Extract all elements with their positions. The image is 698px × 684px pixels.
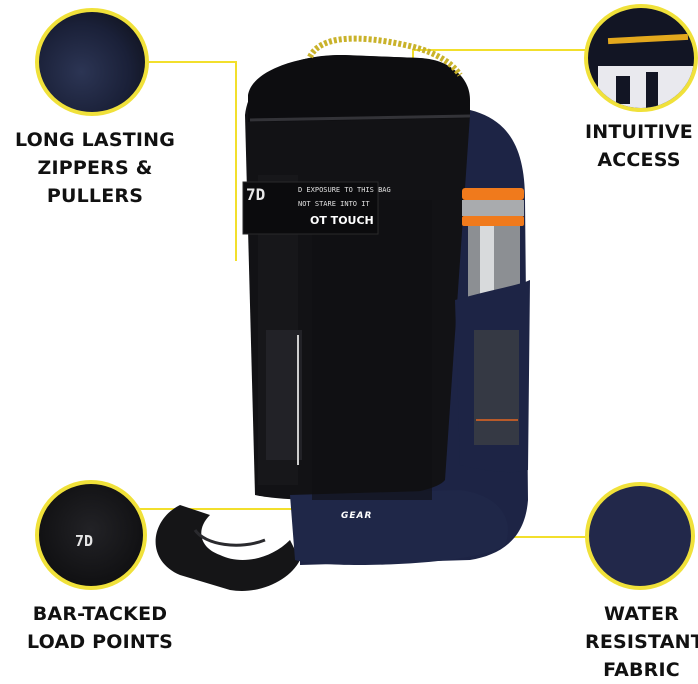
bag-tag-line-3: OT TOUCH: [310, 214, 374, 227]
detail-circle-access: [584, 4, 698, 112]
feature-label-loadpoints: BAR-TACKED LOAD POINTS: [26, 603, 174, 653]
feature-label-zippers: LONG LASTING ZIPPERS & PULLERS: [14, 129, 176, 207]
feature-label-fabric: WATER RESISTANT FABRIC: [585, 603, 698, 681]
callout-line-access: [413, 49, 588, 51]
feature-label-access: INTUITIVE ACCESS: [585, 121, 693, 171]
bag-tag-logo: 7D: [246, 185, 266, 204]
bag-tag-line-2: NOT STARE INTO IT: [298, 200, 370, 208]
detail-circle-loadpoints: 7D: [35, 480, 147, 590]
loadpoints-tag-logo: 7D: [75, 532, 94, 550]
brand-logo: GEAR: [341, 511, 373, 521]
detail-circle-fabric: [585, 482, 695, 590]
callout-line-zippers: [148, 61, 237, 63]
access-zipper-yellow: [607, 33, 689, 45]
bag-tag-line-1: D EXPOSURE TO THIS BAG: [298, 186, 391, 194]
callout-line-loadpoints: [140, 508, 432, 510]
callout-line-zippers-vertical: [235, 61, 237, 261]
detail-circle-zippers: [35, 8, 149, 116]
